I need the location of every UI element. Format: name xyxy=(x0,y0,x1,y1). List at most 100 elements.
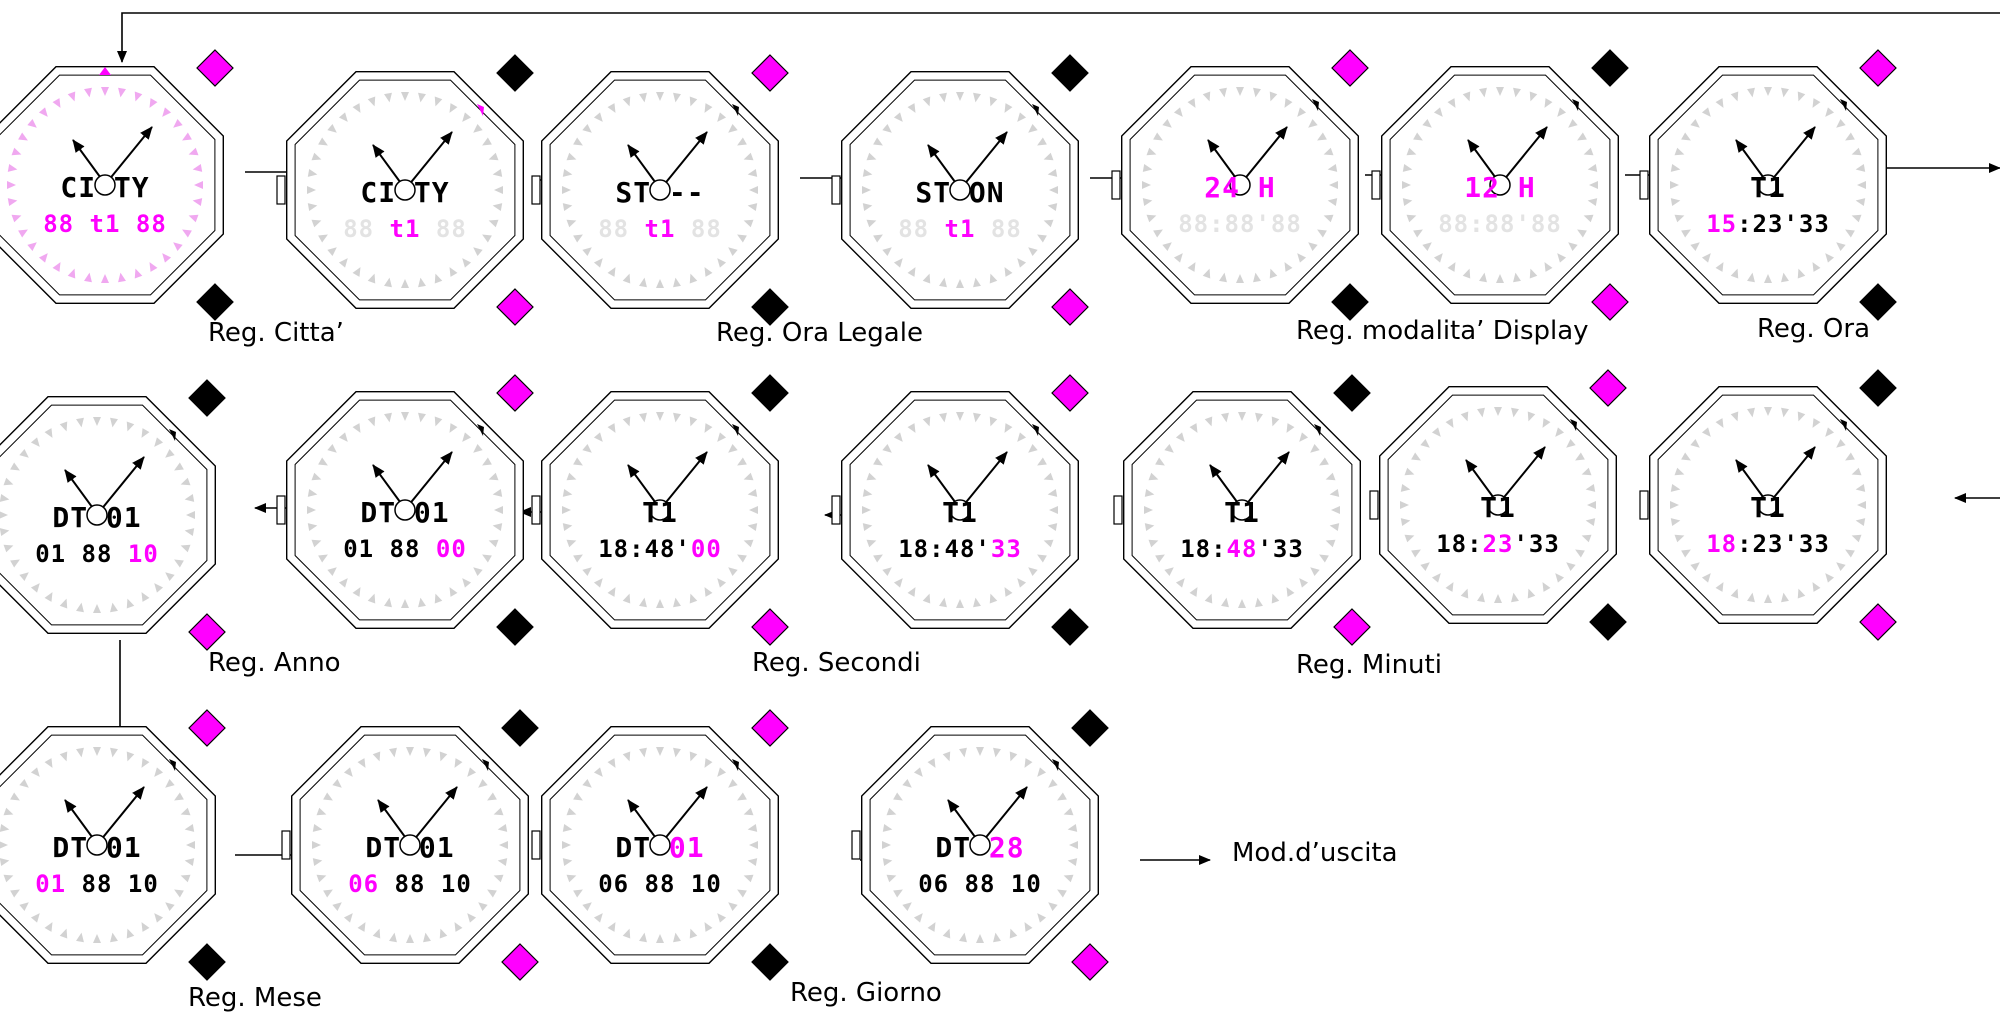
tick-mark xyxy=(593,432,603,442)
tick-mark xyxy=(886,874,897,883)
tick-mark xyxy=(873,234,883,243)
tick-mark xyxy=(367,593,376,604)
hand-pivot xyxy=(649,499,671,521)
tick-mark xyxy=(59,598,68,609)
tick-mark xyxy=(749,841,758,849)
tick-mark xyxy=(873,457,883,466)
tick-mark xyxy=(154,583,164,593)
tick-mark xyxy=(728,778,738,788)
tick-mark xyxy=(18,132,28,141)
tick-mark xyxy=(487,889,497,898)
button-bottom-icon xyxy=(188,943,226,981)
button-bottom-icon xyxy=(751,943,789,981)
tick-mark xyxy=(593,913,603,923)
tick-mark xyxy=(1851,467,1862,476)
tick-mark xyxy=(1202,268,1211,279)
watch-bezel xyxy=(1131,399,1353,621)
tick-mark xyxy=(689,273,698,284)
tick-mark xyxy=(1404,467,1415,476)
tick-mark xyxy=(1028,567,1038,577)
tick-mark xyxy=(1048,778,1058,788)
tick-mark xyxy=(747,858,758,866)
tick-mark xyxy=(1855,164,1866,172)
tick-mark xyxy=(10,559,20,568)
tick-mark xyxy=(1173,107,1183,117)
lcd-segment: 88 10 xyxy=(379,870,472,898)
tick-mark xyxy=(449,103,458,113)
tick-mark xyxy=(184,824,195,832)
tick-mark xyxy=(401,92,409,101)
tick-mark xyxy=(656,747,664,756)
tick-mark xyxy=(186,841,195,849)
tick-mark xyxy=(184,528,195,536)
tick-mark xyxy=(1812,582,1821,592)
tick-mark xyxy=(593,767,603,777)
tick-mark xyxy=(1511,407,1519,418)
tick-mark xyxy=(1587,501,1596,509)
tick-mark xyxy=(1067,824,1078,832)
tick-mark xyxy=(1047,203,1058,211)
lcd-line-2: 88 t1 88 xyxy=(343,215,467,243)
tick-mark xyxy=(141,922,150,932)
tick-mark xyxy=(573,234,583,243)
tick-mark xyxy=(1715,582,1724,592)
tick-mark xyxy=(1855,484,1866,492)
label-reg-display: Reg. modalita’ Display xyxy=(1296,316,1589,346)
tick-mark xyxy=(1219,272,1227,283)
tick-mark xyxy=(1009,928,1018,939)
tick-mark xyxy=(384,277,392,288)
tick-mark xyxy=(318,137,328,146)
tick-mark xyxy=(1529,91,1538,102)
tick-mark xyxy=(184,494,195,502)
marker-triangle xyxy=(477,424,484,436)
tick-mark xyxy=(1331,506,1340,514)
tick-mark xyxy=(582,247,592,257)
tick-mark xyxy=(902,778,912,788)
lcd-line-2: 18:48'33 xyxy=(898,535,1022,563)
tick-mark xyxy=(704,758,713,768)
tick-mark xyxy=(497,824,508,832)
tick-mark xyxy=(942,751,951,762)
tick-mark xyxy=(352,423,361,433)
tick-mark xyxy=(1404,534,1415,543)
tick-mark xyxy=(913,767,923,777)
tick-mark xyxy=(717,258,727,268)
tick-mark xyxy=(989,96,998,107)
tick-mark xyxy=(384,92,392,103)
button-bottom-icon xyxy=(196,283,234,321)
lcd-segment: 18: xyxy=(1436,530,1482,558)
tick-mark xyxy=(126,421,135,432)
tick-mark xyxy=(418,597,426,608)
lcd-line-2: 88 t1 88 xyxy=(598,215,722,243)
tick-mark xyxy=(372,751,381,762)
tick-mark xyxy=(126,598,135,609)
button-top-icon xyxy=(496,374,534,412)
tick-mark xyxy=(566,539,577,548)
tick-mark xyxy=(1299,578,1309,588)
lcd-line-1: ST ON xyxy=(915,176,1004,209)
tick-mark xyxy=(939,412,947,423)
tick-mark xyxy=(93,417,101,426)
tick-mark xyxy=(44,758,53,768)
tick-mark xyxy=(728,902,738,912)
button-top-icon xyxy=(496,54,534,92)
tick-mark xyxy=(482,137,492,146)
tick-mark xyxy=(1670,518,1681,526)
tick-mark xyxy=(192,198,203,206)
tick-mark xyxy=(956,279,964,288)
tick-mark xyxy=(582,567,592,577)
tick-mark xyxy=(927,758,936,768)
lcd-segment: '33 xyxy=(1257,535,1303,563)
tick-mark xyxy=(180,807,191,816)
tick-mark xyxy=(1764,594,1772,603)
tick-mark xyxy=(1297,107,1307,117)
watch-bezel xyxy=(849,399,1071,621)
hand-pivot xyxy=(399,834,421,856)
tick-mark xyxy=(893,578,903,588)
tick-mark xyxy=(656,92,664,101)
tick-mark xyxy=(182,229,192,238)
tick-mark xyxy=(27,242,37,252)
tick-mark xyxy=(118,87,126,98)
